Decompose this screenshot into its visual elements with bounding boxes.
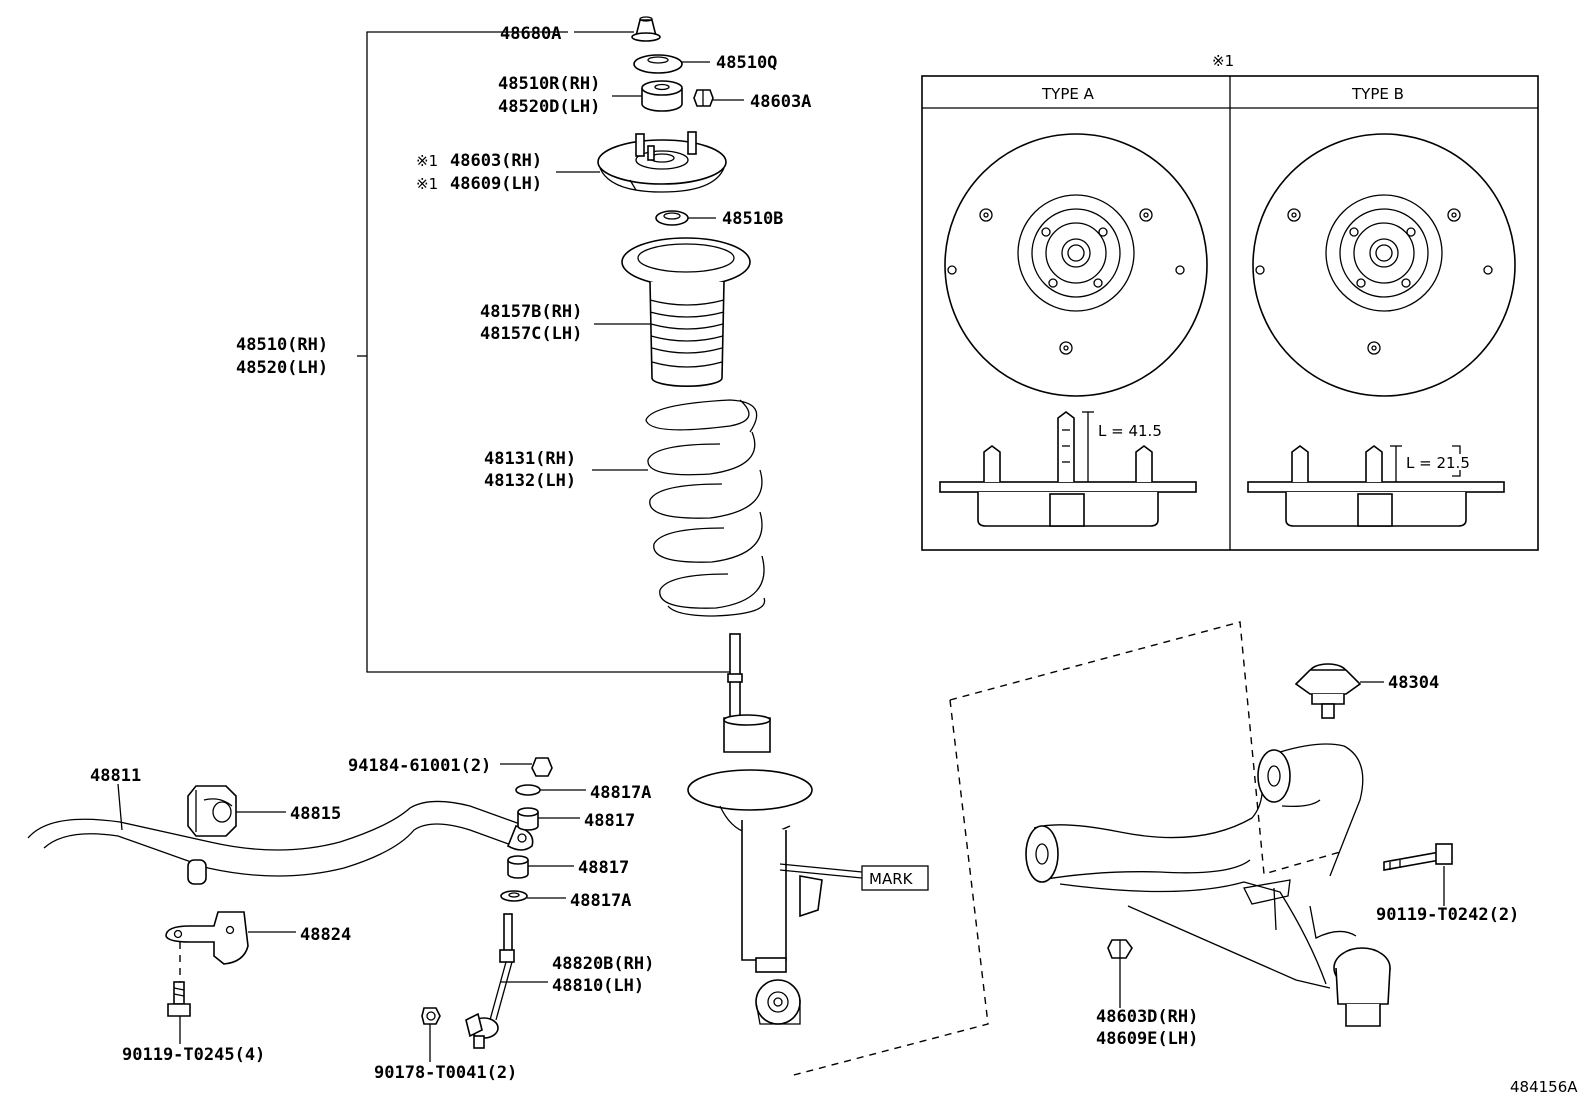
label-48131: 48131(RH) <box>484 449 576 469</box>
retainer-48817A-bottom[interactable] <box>500 890 528 902</box>
shock-absorber[interactable] <box>687 633 823 1025</box>
nut-94184-61001[interactable] <box>531 757 553 777</box>
type-b-top-view <box>1252 133 1516 397</box>
label-48817-bottom: 48817 <box>578 858 629 878</box>
label-48304: 48304 <box>1388 673 1439 693</box>
label-48157B: 48157B(RH) <box>480 302 582 322</box>
label-90119-T0245: 90119-T0245(4) <box>122 1045 265 1065</box>
bushing-48817-bottom[interactable] <box>507 855 529 879</box>
inset-length-b: L = 21.5 <box>1406 454 1470 472</box>
label-94184-61001: 94184-61001(2) <box>348 756 491 776</box>
type-a-top-view <box>944 133 1208 397</box>
inset-type-a-title: TYPE A <box>1041 85 1095 103</box>
washer-48510Q[interactable] <box>633 54 683 74</box>
label-48609: 48609(LH) <box>450 174 542 194</box>
bolt-90119-T0245[interactable] <box>167 981 191 1017</box>
coil-spring-48131[interactable] <box>645 399 766 617</box>
label-48520D: 48520D(LH) <box>498 97 600 117</box>
note-mark-1a: ※1 <box>416 152 438 170</box>
label-48820B: 48820B(RH) <box>552 954 654 974</box>
boot-48157B[interactable] <box>621 237 751 388</box>
type-b-side-view <box>1247 445 1505 527</box>
inset-note-mark: ※1 <box>1212 52 1234 70</box>
label-48810: 48810(LH) <box>552 976 644 996</box>
top-nut-48680A[interactable] <box>631 16 661 42</box>
bracket-48824[interactable] <box>165 911 249 965</box>
mark-callout <box>779 863 929 891</box>
link-48820B[interactable] <box>465 913 515 1049</box>
bearing-48510B[interactable] <box>655 210 689 226</box>
upper-arm-dashed-box <box>789 621 1341 1077</box>
label-48510Q: 48510Q <box>716 53 777 73</box>
label-48603D: 48603D(RH) <box>1096 1007 1198 1027</box>
label-48510B: 48510B <box>722 209 783 229</box>
label-48817A-bottom: 48817A <box>570 891 631 911</box>
label-48603: 48603(RH) <box>450 151 542 171</box>
nut-48603D[interactable] <box>1107 939 1133 959</box>
bolt-90119-T0242[interactable] <box>1383 843 1453 871</box>
label-48157C: 48157C(LH) <box>480 324 582 344</box>
label-90178-T0041: 90178-T0041(2) <box>374 1063 517 1083</box>
label-48817A-top: 48817A <box>590 783 651 803</box>
bump-stop-48304[interactable] <box>1294 663 1362 719</box>
inset-length-a: L = 41.5 <box>1098 422 1162 440</box>
stabilizer-bar-48811[interactable] <box>27 800 534 877</box>
label-48603A: 48603A <box>750 92 811 112</box>
upper-control-arm[interactable] <box>1025 743 1391 1027</box>
inset-panel <box>921 75 1539 551</box>
label-48132: 48132(LH) <box>484 471 576 491</box>
bushing-48815[interactable] <box>187 785 237 885</box>
label-48811: 48811 <box>90 766 141 786</box>
label-90119-T0242: 90119-T0242(2) <box>1376 905 1519 925</box>
bushing-48510R[interactable] <box>641 80 683 112</box>
label-48817-top: 48817 <box>584 811 635 831</box>
label-48815: 48815 <box>290 804 341 824</box>
diagram-id: 484156A <box>1510 1078 1578 1096</box>
support-48603[interactable] <box>597 131 727 193</box>
inset-type-b-title: TYPE B <box>1351 85 1404 103</box>
type-a-side-view <box>939 411 1197 527</box>
label-48510: 48510(RH) <box>236 335 328 355</box>
nut-90178-T0041[interactable] <box>421 1007 441 1025</box>
bushing-48817-top[interactable] <box>517 807 539 831</box>
label-48510R: 48510R(RH) <box>498 74 600 94</box>
retainer-48817A-top[interactable] <box>515 784 541 796</box>
strut-assembly-bracket <box>357 31 730 673</box>
label-48824: 48824 <box>300 925 351 945</box>
note-mark-1b: ※1 <box>416 175 438 193</box>
label-48609E: 48609E(LH) <box>1096 1029 1198 1049</box>
label-48680A: 48680A <box>500 24 561 44</box>
label-mark: MARK <box>869 870 914 888</box>
nut-48603A[interactable] <box>693 89 714 107</box>
label-48520: 48520(LH) <box>236 358 328 378</box>
